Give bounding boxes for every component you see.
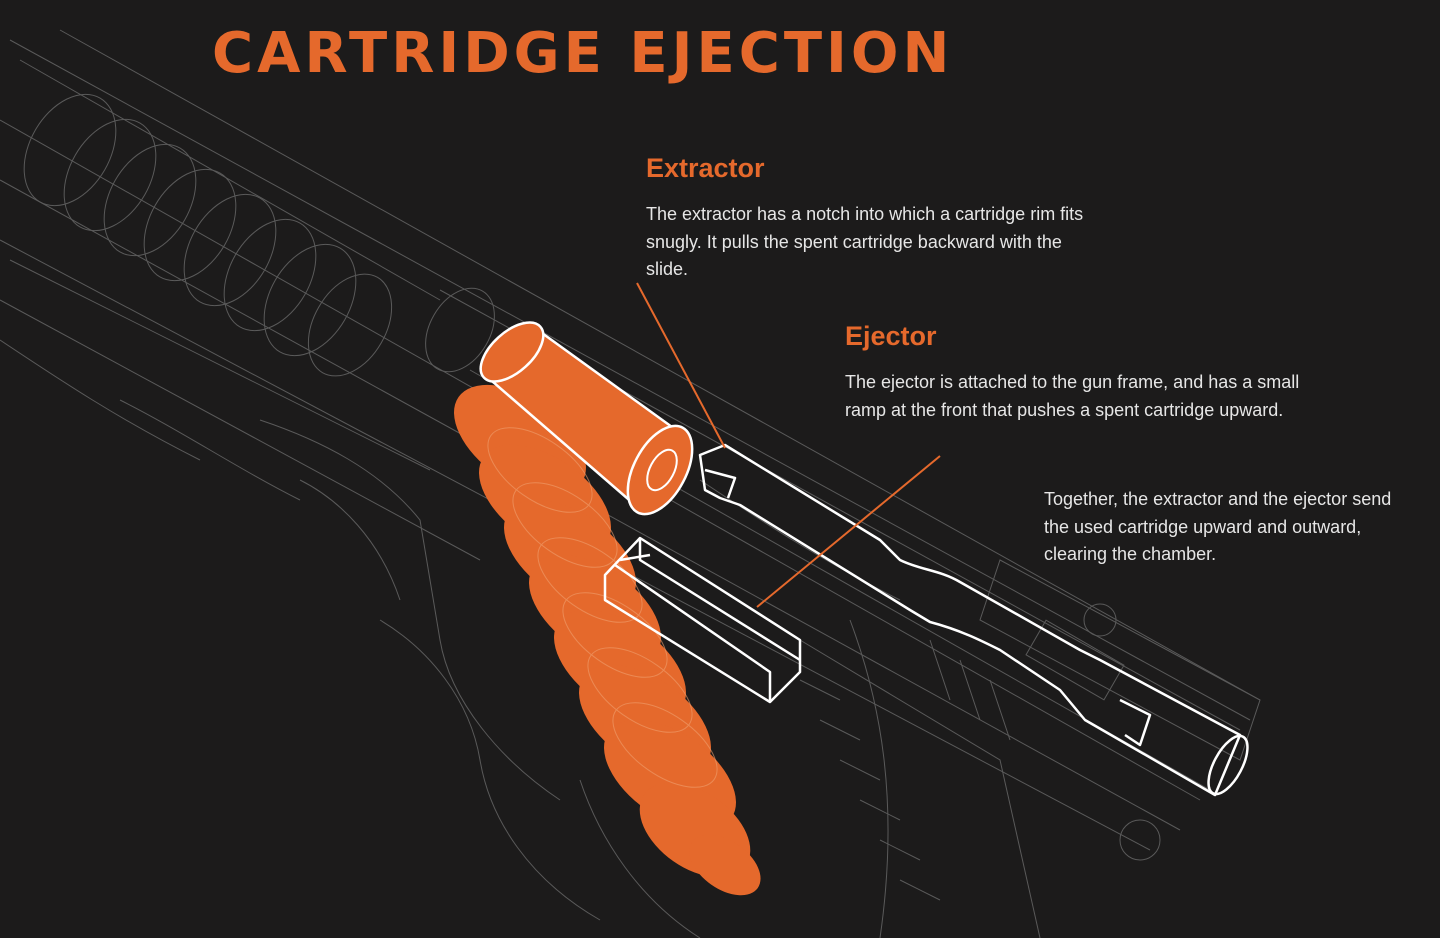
- ejector-leader-line: [756, 455, 941, 608]
- magazine-cartridges: [454, 384, 761, 896]
- extractor-part: [698, 443, 1249, 797]
- extractor-leader-line: [636, 282, 726, 449]
- extractor-description: The extractor has a notch into which a c…: [646, 204, 1084, 279]
- ejector-heading: Ejector: [845, 321, 937, 351]
- page-title: CARTRIDGE EJECTION: [212, 21, 954, 86]
- ejector-part: [603, 536, 802, 704]
- summary-description: Together, the extractor and the ejector …: [1044, 489, 1392, 564]
- ejector-description: The ejector is attached to the gun frame…: [845, 372, 1300, 420]
- extractor-heading: Extractor: [646, 153, 765, 183]
- magazine-cartridge-outlines: [487, 427, 718, 788]
- spent-cartridge-case: [479, 321, 694, 516]
